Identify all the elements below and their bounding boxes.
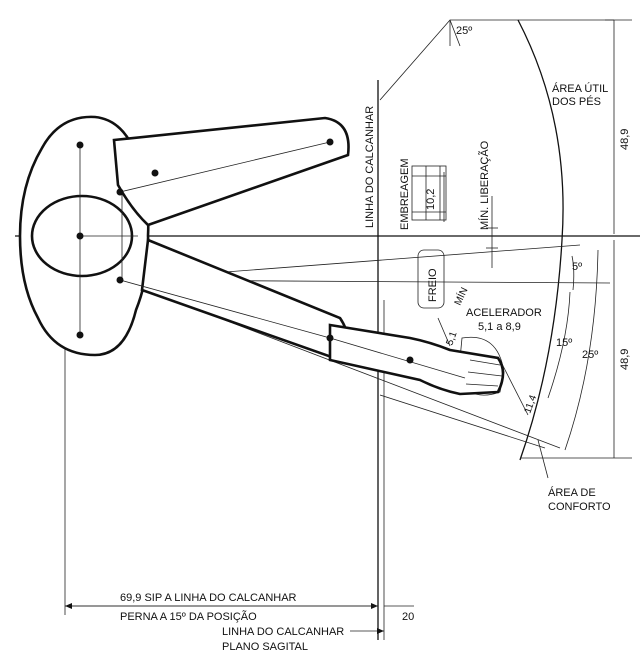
joint-ankle	[406, 356, 414, 364]
min-liberacao-label: MÍN. LIBERAÇÃO	[478, 140, 491, 230]
sip-label: 69,9 SIP A LINHA DO CALCANHAR	[120, 592, 297, 604]
sagittal-plane-label: PLANO SAGITAL	[222, 641, 308, 653]
heel-line-bottom-label: LINHA DO CALCANHAR	[222, 626, 344, 638]
comfort-pointer	[537, 439, 549, 479]
angle-15-label: 15º	[556, 337, 572, 349]
accelerator-label: ACELERADOR	[466, 307, 542, 319]
comfort-area-label-2: CONFORTO	[548, 501, 611, 513]
comfort-arc-15	[547, 291, 571, 399]
dim-lower-label: 48,9	[619, 349, 631, 370]
heel-line-vertical-label: LINHA DO CALCANHAR	[364, 106, 376, 228]
joint-shoulder	[116, 188, 124, 196]
joint-hip-2	[116, 276, 124, 284]
leg-position-label: PERNA A 15º DA POSIÇÃO	[120, 610, 257, 623]
comfort-ray-lower	[379, 394, 546, 449]
foot-area-outer-arc	[517, 19, 564, 461]
shin-bone-line	[329, 337, 466, 379]
comfort-arc-25	[564, 249, 599, 451]
accelerator-range-label: 5,1 a 8,9	[478, 321, 521, 333]
arm-bone-line	[119, 141, 331, 193]
dim-upper-label: 48,9	[619, 129, 631, 150]
angle-25-label: 25º	[582, 349, 598, 361]
angle-25-top-ray	[449, 19, 461, 47]
angle-5-label: 5º	[572, 261, 582, 273]
dim-10-2-label: 10,2	[425, 189, 437, 210]
min-label: MÍN	[451, 285, 471, 307]
dim-11-4-line	[499, 359, 529, 416]
dim-20-label: 20	[402, 611, 414, 623]
foot-toes	[465, 359, 503, 387]
brake-label: FREIO	[427, 268, 439, 302]
thigh-bone-line	[119, 279, 331, 339]
joint-neck	[76, 141, 84, 149]
joint-arm-mid	[151, 169, 159, 177]
lower-leg-outline	[328, 323, 505, 396]
upper-arm-outline	[112, 116, 350, 227]
angle-top-label: 25º	[456, 25, 472, 37]
comfort-area-label-1: ÁREA DE	[548, 486, 596, 499]
thigh-outline	[140, 238, 349, 362]
joint-elbow	[326, 138, 334, 146]
area-util-label-1: ÁREA ÚTIL	[552, 82, 608, 95]
dim-5-1-label: 5,1	[444, 330, 459, 347]
clutch-label: EMBREAGEM	[399, 158, 411, 230]
clutch-box	[411, 165, 447, 221]
joint-hip	[76, 331, 84, 339]
joint-knee	[326, 334, 334, 342]
comfort-arc-5	[571, 255, 575, 291]
joint-head	[76, 232, 84, 240]
brake-pedal-box	[417, 249, 445, 309]
area-util-label-2: DOS PÉS	[552, 95, 601, 108]
